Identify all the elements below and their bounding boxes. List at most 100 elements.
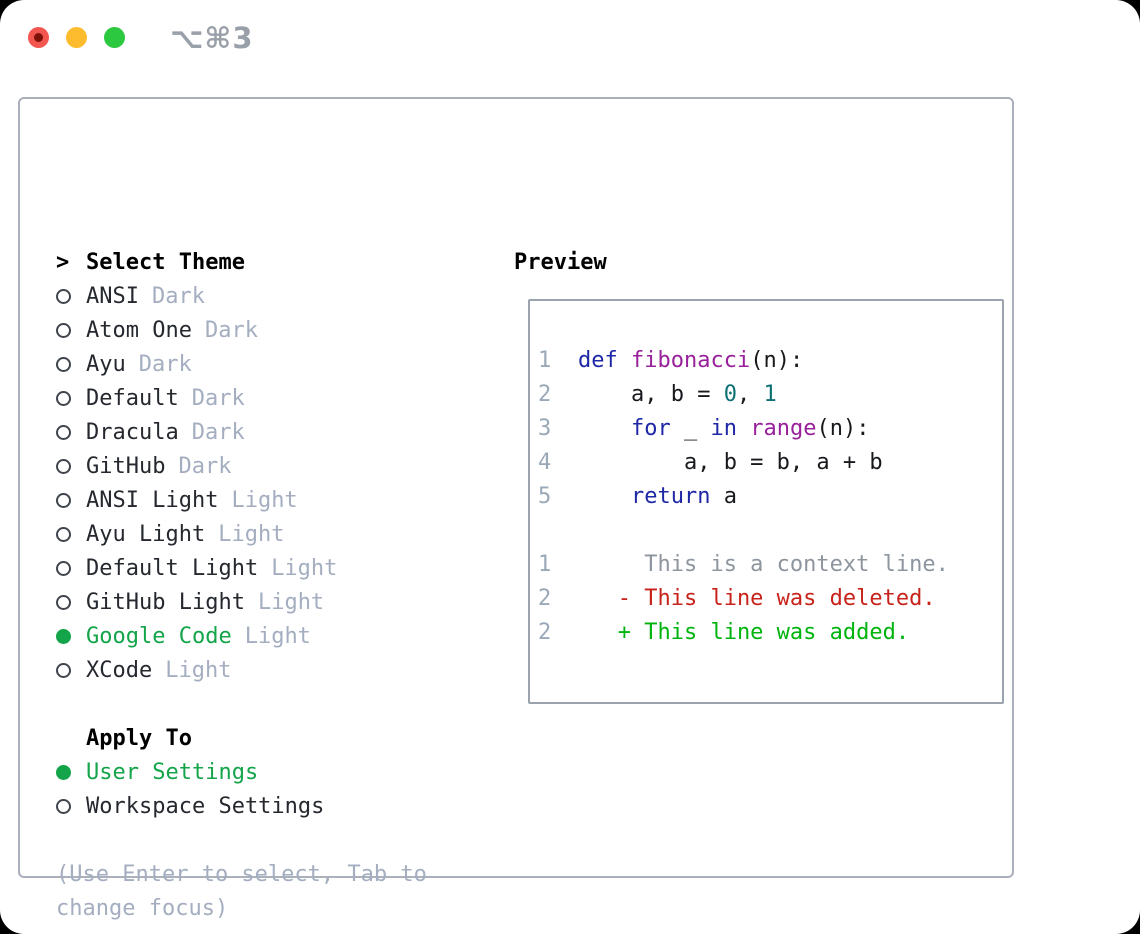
line-number: 2: [538, 585, 552, 611]
radio-marker: [56, 526, 86, 542]
radio-marker: [56, 798, 86, 814]
line-number: 1: [538, 347, 552, 373]
line-number: 5: [538, 483, 552, 509]
theme-option-ansi-dark[interactable]: ANSI Dark: [56, 279, 427, 313]
diff-text: + This line was added.: [578, 619, 910, 645]
radio-marker: [56, 594, 86, 610]
theme-name: Default Light: [86, 555, 259, 581]
code-segment: [737, 416, 750, 441]
code-segment: [578, 416, 631, 441]
theme-variant: Dark: [138, 351, 192, 377]
theme-variant: Light: [165, 657, 232, 683]
radio-marker: [56, 390, 86, 406]
diff-text: - This line was deleted.: [578, 585, 936, 611]
apply-option-label: User Settings: [86, 759, 259, 785]
code-segment: [578, 484, 631, 509]
help-line-2: change focus): [56, 895, 229, 921]
theme-variant: Light: [231, 487, 298, 513]
code-segment: ,: [736, 381, 764, 407]
theme-variant: Dark: [178, 453, 232, 479]
radio-icon: [56, 560, 71, 576]
theme-option-atom-one-dark[interactable]: Atom One Dark: [56, 313, 427, 347]
theme-name: Ayu: [86, 351, 126, 377]
zoom-button[interactable]: [104, 27, 125, 48]
spacer: [530, 513, 1002, 547]
theme-name: ANSI: [86, 283, 139, 309]
diff-line-context: 1 This is a context line.: [530, 547, 1002, 581]
line-number: 2: [538, 381, 552, 407]
select-theme-header-row: > Select Theme: [56, 245, 427, 279]
code-segment: 0: [723, 381, 737, 407]
radio-marker: [56, 356, 86, 372]
radio-icon: [56, 390, 71, 406]
diff-line-deleted: 2 - This line was deleted.: [530, 581, 1002, 615]
radio-icon: [56, 492, 71, 508]
theme-name: Default: [86, 385, 179, 411]
theme-name: ANSI Light: [86, 487, 219, 513]
code-line: 2 a, b = 0, 1: [530, 377, 1002, 411]
apply-option-user-settings[interactable]: User Settings: [56, 755, 427, 789]
help-text: (Use Enter to select, Tab to change focu…: [56, 857, 427, 925]
code-segment: def: [578, 347, 618, 373]
theme-variant: Dark: [191, 419, 245, 445]
code-segment: in: [710, 415, 737, 441]
radio-marker: [56, 288, 86, 304]
theme-variant: Light: [218, 521, 285, 547]
code-segment: (n):: [816, 415, 870, 441]
select-theme-header: Select Theme: [86, 249, 245, 275]
code-segment: a, b = b, a + b: [578, 449, 883, 475]
code-segment: for: [630, 415, 671, 441]
theme-variant: Dark: [151, 283, 205, 309]
radio-icon: [56, 356, 71, 372]
minimize-button[interactable]: [66, 27, 87, 48]
radio-marker: [56, 424, 86, 440]
radio-icon: [56, 458, 71, 474]
radio-icon: [56, 526, 71, 542]
theme-variant: Light: [257, 589, 325, 615]
code-line: 3 for _ in range(n):: [530, 411, 1002, 445]
radio-marker: [56, 628, 86, 644]
prompt-caret-icon: >: [56, 249, 70, 275]
code-segment: [618, 348, 631, 373]
selected-radio-icon: [56, 628, 71, 644]
theme-name: Atom One: [86, 317, 192, 343]
theme-option-xcode-light[interactable]: XCode Light: [56, 653, 427, 687]
radio-marker: [56, 764, 86, 780]
apply-to-header: Apply To: [86, 725, 192, 751]
apply-option-workspace-settings[interactable]: Workspace Settings: [56, 789, 427, 823]
theme-option-ansi-light-light[interactable]: ANSI Light Light: [56, 483, 427, 517]
code-line: 5 return a: [530, 479, 1002, 513]
diff-line-added: 2 + This line was added.: [530, 615, 1002, 649]
code-segment: a, b =: [578, 381, 724, 407]
code-segment: return: [630, 483, 711, 509]
code-segment: fibonacci: [631, 347, 751, 373]
theme-variant: Dark: [204, 317, 258, 343]
code-segment: (n):: [750, 347, 804, 373]
close-button[interactable]: [28, 27, 49, 48]
apply-option-label: Workspace Settings: [86, 793, 325, 819]
line-number: 1: [538, 551, 552, 577]
radio-marker: [56, 458, 86, 474]
line-number: 4: [538, 449, 552, 475]
theme-name: GitHub Light: [86, 589, 245, 615]
radio-marker: [56, 322, 86, 338]
theme-name: XCode: [86, 657, 153, 683]
code-segment: _: [670, 415, 711, 441]
unsaved-indicator-dot: [34, 33, 43, 42]
theme-name: Google Code: [86, 623, 232, 649]
theme-option-github-light-light[interactable]: GitHub Light Light: [56, 585, 427, 619]
code-line: 1 def fibonacci(n):: [530, 343, 1002, 377]
theme-option-ayu-dark[interactable]: Ayu Dark: [56, 347, 427, 381]
diff-text: This is a context line.: [578, 551, 949, 577]
